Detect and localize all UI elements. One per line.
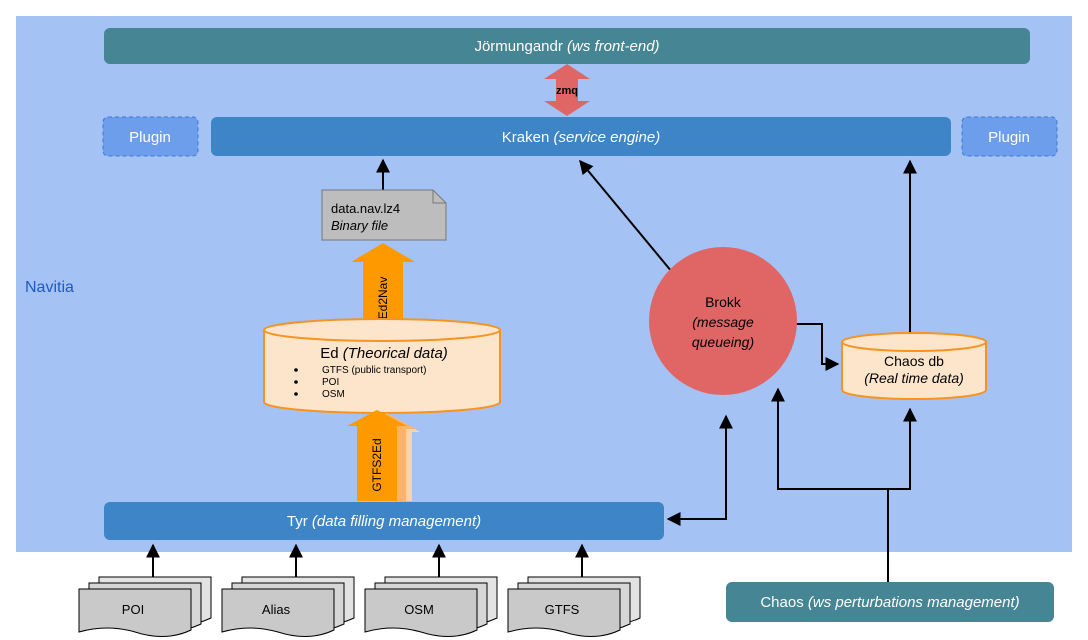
svg-text:Chaos (ws perturbations: Chaos (ws perturbations management)	[760, 594, 1019, 611]
data-file-box[interactable]: data.nav.lz4 Binary file	[321, 189, 447, 241]
data-file-name: data.nav.lz4	[331, 201, 400, 216]
ed-items: GTFS (public transport) POI OSM	[294, 365, 426, 400]
zmq-arrow: zmq	[544, 64, 590, 116]
ed2nav-arrow: Ed2Nav	[351, 243, 415, 320]
chaos-name: Chaos	[760, 594, 803, 611]
gtfs2ed-label: GTFS2Ed	[370, 438, 384, 491]
chaos-desc: (ws perturbations management)	[808, 594, 1020, 611]
ed-database[interactable]: Ed (Theorical data) GTFS (public transpo…	[263, 318, 501, 414]
plugin-left-label: Plugin	[129, 129, 171, 146]
kraken-box[interactable]: Kraken (service engine)	[211, 117, 951, 156]
tyr-name: Tyr	[287, 513, 308, 530]
jormungandr-desc: (ws front-end)	[567, 38, 660, 55]
svg-text:Kraken (service engine): Kraken (service engine)	[502, 129, 660, 146]
ed2nav-label: Ed2Nav	[376, 277, 390, 320]
chaos-db-name: Chaos db	[884, 353, 944, 369]
plugin-left-box[interactable]: Plugin	[102, 116, 199, 157]
ed-item: POI	[322, 377, 339, 388]
plugin-right-box[interactable]: Plugin	[961, 116, 1058, 157]
brokk-line2: (message	[692, 314, 754, 330]
ed-item: OSM	[322, 389, 345, 400]
navitia-region	[16, 16, 1072, 552]
tyr-desc: (data filling management)	[312, 513, 481, 530]
jormungandr-box[interactable]: Jörmungandr (ws front-end)	[104, 28, 1030, 64]
arrow-brokk-to-chaosdb	[796, 323, 840, 371]
arrow-brokk-to-kraken	[579, 159, 673, 273]
plugin-right-label: Plugin	[988, 129, 1030, 146]
ed-item: GTFS (public transport)	[322, 365, 426, 376]
brokk-line3: queueing)	[692, 334, 754, 350]
ed-name: Ed	[320, 345, 338, 362]
zmq-label: zmq	[556, 85, 578, 97]
svg-text:Tyr (data filling manage: Tyr (data filling management)	[287, 513, 481, 530]
jormungandr-name: Jörmungandr	[474, 38, 562, 55]
navitia-label: Navitia	[25, 279, 74, 296]
chaos-box[interactable]: Chaos (ws perturbations management)	[726, 582, 1054, 622]
input-gtfs-label: GTFS	[545, 602, 580, 617]
brokk-line1: Brokk	[705, 294, 742, 310]
gtfs2ed-arrow: GTFS2Ed	[347, 410, 420, 501]
arrow-tyr-brokk	[666, 414, 733, 526]
input-gtfs[interactable]: GTFS	[507, 576, 641, 637]
input-osm[interactable]: OSM	[364, 576, 498, 637]
ed-desc: (Theorical data)	[343, 345, 448, 362]
input-alias-label: Alias	[262, 602, 291, 617]
svg-text:Ed (Theorical data): Ed (Theorical data)	[320, 345, 448, 362]
input-poi-label: POI	[122, 602, 144, 617]
chaos-db-database[interactable]: Chaos db (Real time data)	[841, 332, 987, 400]
arrow-chaos-to-chaosdb	[888, 407, 917, 490]
chaos-db-desc: (Real time data)	[864, 370, 964, 386]
tyr-box[interactable]: Tyr (data filling management)	[104, 502, 664, 540]
kraken-desc: (service engine)	[553, 129, 660, 146]
input-alias[interactable]: Alias	[221, 576, 355, 637]
arrow-chaos-to-brokk	[771, 387, 889, 582]
input-osm-label: OSM	[404, 602, 434, 617]
brokk-node[interactable]: Brokk (message queueing)	[649, 247, 797, 395]
svg-text:Jörmungandr (ws front-en: Jörmungandr (ws front-end)	[474, 38, 659, 55]
kraken-name: Kraken	[502, 129, 550, 146]
input-poi[interactable]: POI	[78, 576, 212, 637]
data-file-desc: Binary file	[331, 218, 388, 233]
connectors	[146, 158, 917, 582]
